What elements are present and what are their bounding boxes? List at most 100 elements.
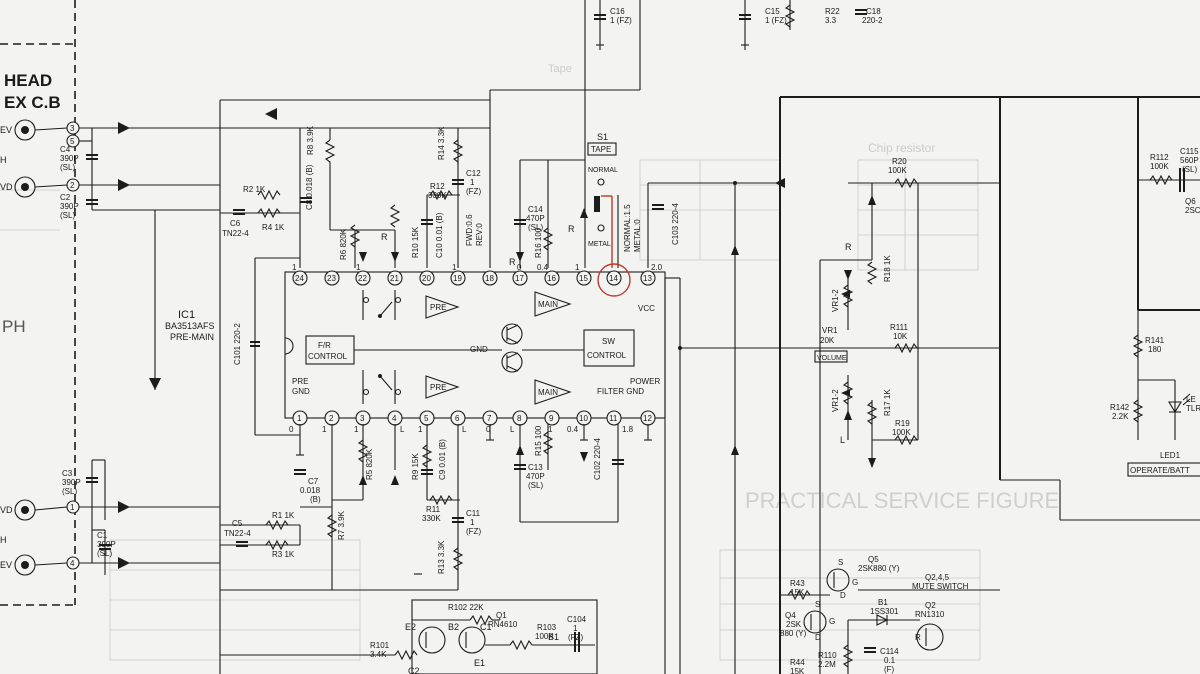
main-amp-bottom: MAIN [534, 379, 572, 405]
main-top-label: MAIN [538, 300, 558, 309]
sw-control-block: SW CONTROL [583, 329, 635, 367]
ic-name: IC1 [178, 309, 195, 321]
c8-label: C8 0.018 (B) [305, 164, 314, 210]
ic-pin-bottom-label: 9 [549, 414, 554, 423]
r3-label: R3 1K [272, 550, 295, 559]
jack-3 [14, 499, 36, 521]
connector-pins: 3 5 2 1 4 [66, 121, 80, 570]
sw-control-line2: CONTROL [587, 351, 627, 360]
ic-pin-bottom-label: 8 [517, 414, 522, 423]
vr12b-label: VR1-2 [831, 389, 840, 412]
head-jacks [14, 119, 36, 576]
pre-amp-bottom: PRE [425, 375, 460, 399]
q4-d-pin: D [815, 633, 821, 642]
ic-part: BA3513AFS [165, 321, 215, 331]
operate-tag: OPERATE/BATT [1130, 466, 1190, 475]
r17-label: R17 1K [883, 389, 892, 416]
ic-pin-top-14 [606, 270, 622, 286]
tape-switch[interactable]: S1 TAPE NORMAL METAL [587, 132, 618, 268]
top-volt-6: 1 [575, 263, 580, 272]
ic-pin-bottom-label: 1 [297, 414, 302, 423]
ic-pin-top-21 [387, 270, 403, 286]
exc-label: EX C.B [4, 93, 61, 112]
q2-r-pin: R [915, 633, 921, 642]
ic-pin-top-label: 13 [643, 274, 652, 283]
bot-volt-3: 1 [354, 425, 359, 434]
top-chip-components [594, 4, 867, 46]
ic-pin-top-15 [576, 270, 592, 286]
e2-label: E2 [405, 622, 416, 632]
conn-pin-2: 2 [70, 181, 75, 190]
e1-label: E1 [474, 658, 485, 668]
ic-pin-bottom-label: 2 [329, 414, 334, 423]
r6-label: R6 820K [339, 228, 348, 260]
r13-label: R13 3.3K [437, 540, 446, 574]
input-caps [86, 154, 111, 550]
r15-label: R15 100 [534, 425, 543, 456]
l-mark-1: L [840, 435, 845, 445]
ic-pin-top-label: 19 [453, 274, 462, 283]
c103-label: C103 220-4 [671, 203, 680, 245]
r-mark-1: R [381, 232, 388, 242]
head-label: HEAD [4, 71, 52, 90]
bot-volt-7: 0 [486, 425, 491, 434]
top-wiring [220, 0, 791, 674]
switch-name: S1 [597, 132, 608, 142]
mute-section [780, 568, 1000, 674]
b1-pin-label: B1 [548, 632, 559, 642]
vcc-label: VCC [638, 304, 655, 313]
r102-label: R102 22K [448, 603, 484, 612]
pin14-highlight [597, 263, 631, 297]
ic-pin-top-19 [450, 270, 466, 286]
b2-label: B2 [448, 622, 459, 632]
ground-symbols [296, 439, 652, 575]
ic-pin-top-20 [419, 270, 435, 286]
q5-d-pin: D [840, 591, 846, 600]
bot-volt-6: L [462, 425, 467, 434]
ic-pin-top-label: 18 [485, 274, 494, 283]
ic-pin-top-label: 14 [609, 274, 618, 283]
conn-pin-4: 4 [70, 559, 75, 568]
bot-volt-11: 1.8 [622, 425, 634, 434]
volume-tag: VOLUME [817, 355, 847, 362]
ic-pin-top-label: 16 [547, 274, 556, 283]
bottom-components [236, 431, 624, 571]
background-bleed: PRACTICAL SERVICE FIGURE Chip resistor T… [0, 63, 1059, 661]
ic-pin-top-label: 15 [579, 274, 588, 283]
q5-s-pin: S [838, 558, 843, 567]
ic-pin-top-label: 17 [515, 274, 524, 283]
r2-label: R2 1K [243, 185, 266, 194]
ic-pin-top-label: 22 [358, 274, 367, 283]
jack-1 [14, 119, 36, 141]
signal-arrows [118, 108, 277, 569]
bot-volt-5: 1 [418, 425, 423, 434]
q5-g-pin: G [852, 578, 858, 587]
top-volt-7: 2.0 [651, 263, 663, 272]
